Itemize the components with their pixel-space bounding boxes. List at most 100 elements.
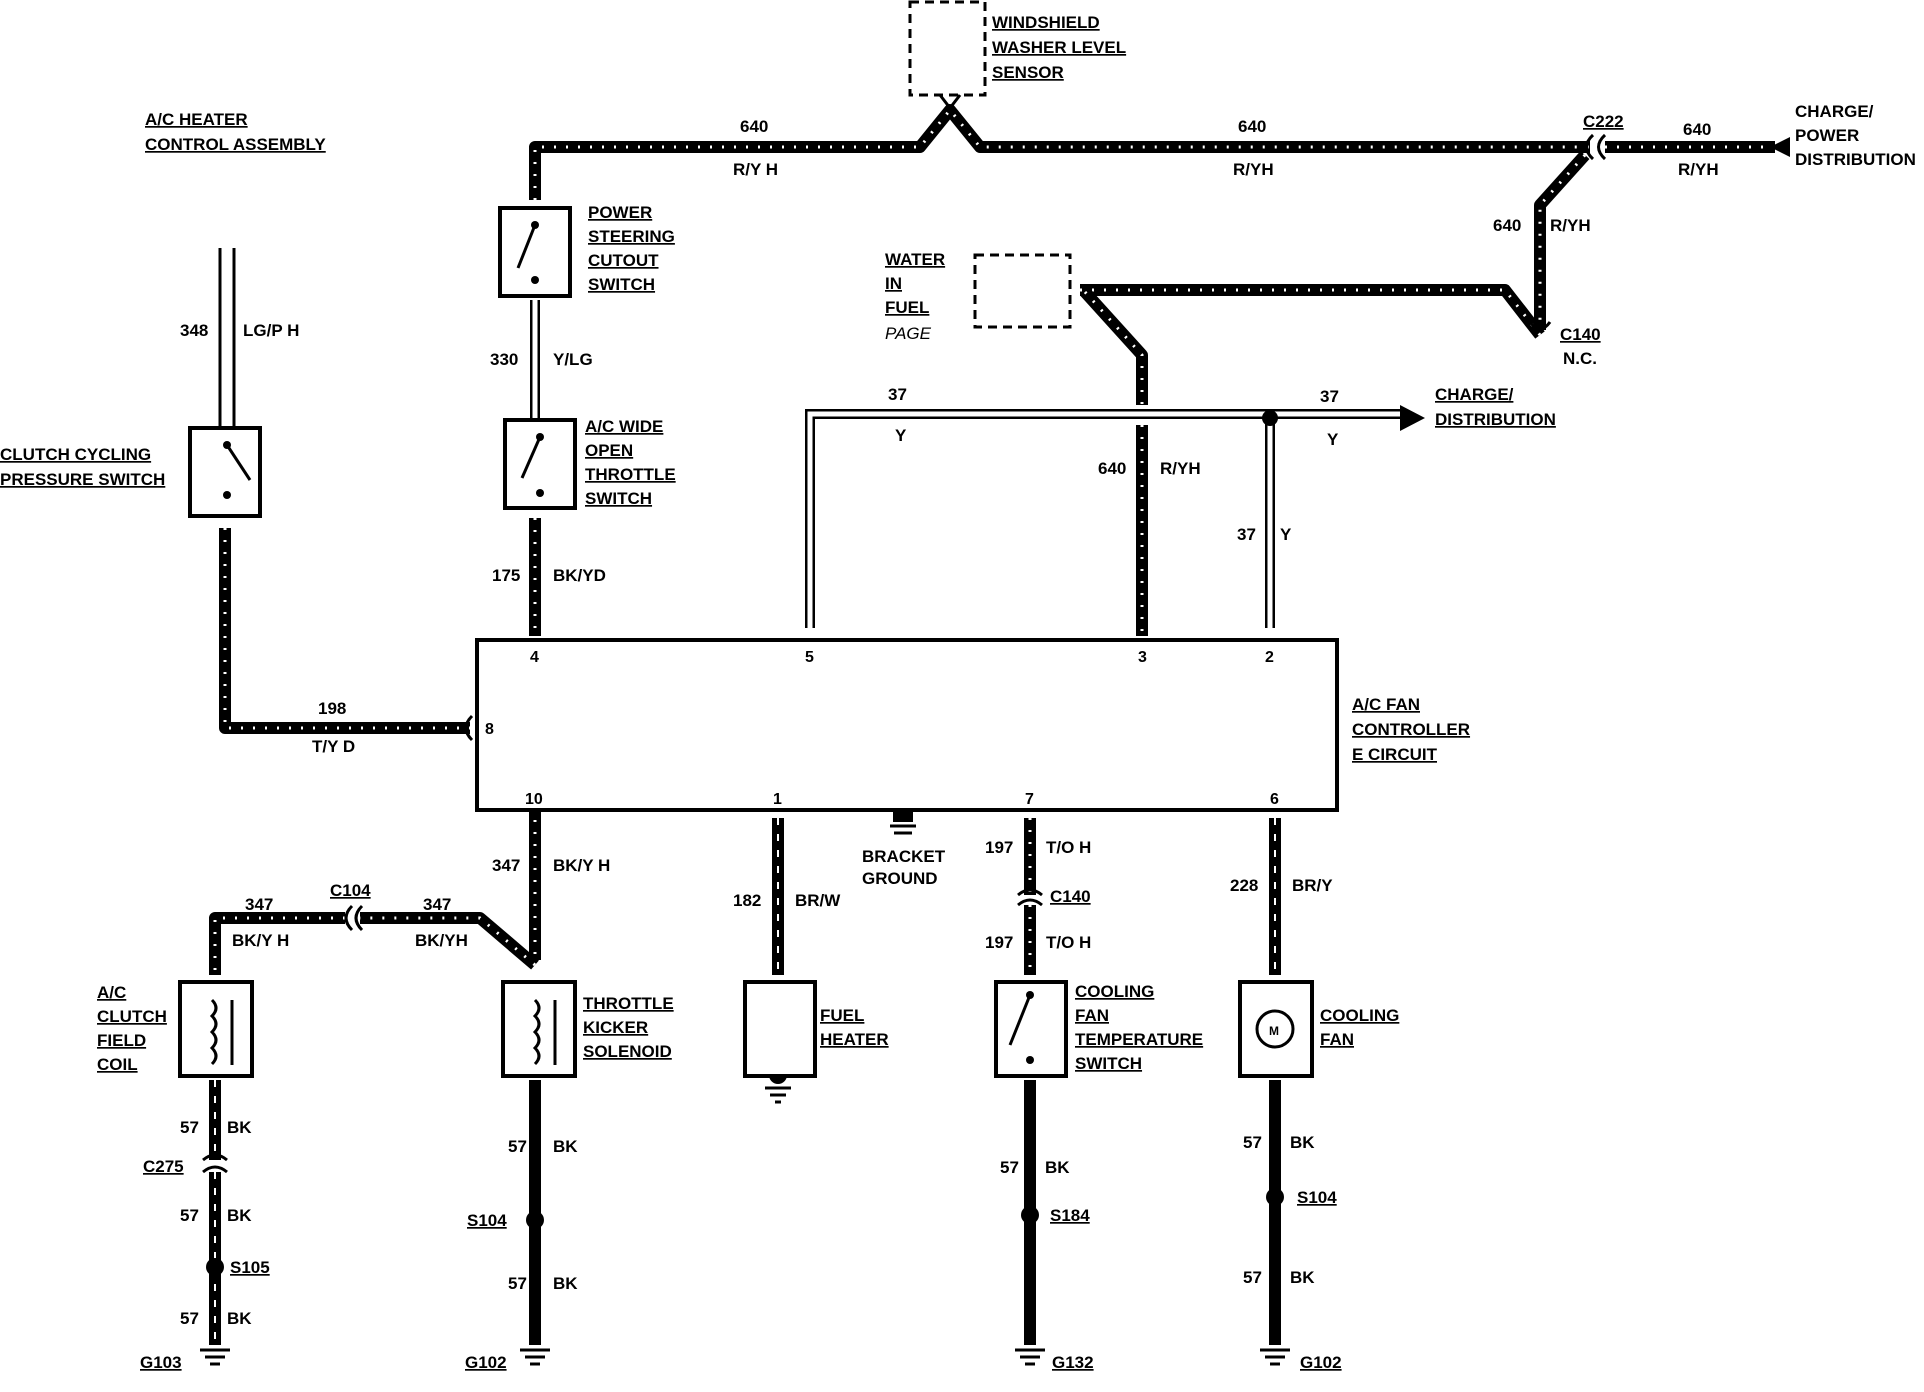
cooling-fan-title-2: FAN: [1320, 1030, 1354, 1049]
windshield-sensor-box: [908, 0, 987, 97]
throttle-kicker-title-3: SOLENOID: [583, 1042, 672, 1061]
w175-circuit: 175: [492, 566, 520, 585]
w37-top-color: Y: [895, 426, 907, 445]
fuel-heater-box: [743, 980, 817, 1078]
cooling-fan-temp-title-3: TEMPERATURE: [1075, 1030, 1203, 1049]
w228-circuit: 228: [1230, 876, 1258, 895]
splice-s105: [206, 1258, 224, 1276]
pin-5: 5: [805, 649, 814, 666]
c140-mid-label: C140: [1050, 887, 1091, 906]
connector-labels: C222 C140 N.C. C104 C140 C275 S105 S104 …: [140, 112, 1624, 1372]
w57-a-circuit: 57: [180, 1118, 199, 1137]
clutch-cycling-title-1: CLUTCH CYCLING: [0, 445, 151, 464]
w182-color: BR/W: [795, 891, 841, 910]
windshield-sensor-title-3: SENSOR: [992, 63, 1064, 82]
w37-right-circuit: 37: [1320, 387, 1339, 406]
charge-dist-arrow: [1400, 405, 1425, 431]
w57-b-circuit: 57: [180, 1206, 199, 1225]
ground-symbols: [200, 824, 1290, 1366]
w348-color: LG/P H: [243, 321, 299, 340]
c275-label: C275: [143, 1157, 184, 1176]
wire-labels: 640 R/Y H 640 R/YH 640 R/YH 640 R/YH 640…: [180, 117, 1719, 1328]
wire-640-feed: [529, 104, 1775, 330]
w37-right-color: Y: [1327, 430, 1339, 449]
component-labels: A/C HEATER CONTROL ASSEMBLY WINDSHIELD W…: [0, 13, 1916, 1074]
w57-b-color: BK: [227, 1206, 252, 1225]
bracket-ground-title-2: GROUND: [862, 869, 938, 888]
cooling-fan-temp-title-1: COOLING: [1075, 982, 1154, 1001]
fuel-heater-title-2: HEATER: [820, 1030, 889, 1049]
windshield-sensor-title-2: WASHER LEVEL: [992, 38, 1126, 57]
ac-clutch-coil-title-3: FIELD: [97, 1031, 146, 1050]
ac-wot-title-3: THROTTLE: [585, 465, 676, 484]
s104-left-label: S104: [467, 1211, 507, 1230]
pin-8: 8: [485, 721, 494, 738]
w347-ctrl-circuit: 347: [492, 856, 520, 875]
charge-dist-title-2: DISTRIBUTION: [1435, 410, 1556, 429]
ac-wot-title-2: OPEN: [585, 441, 633, 460]
c104-label: C104: [330, 881, 371, 900]
charge-dist-title-1: CHARGE/: [1435, 385, 1514, 404]
w197-top-circuit: 197: [985, 838, 1013, 857]
ac-clutch-coil-box: [178, 980, 254, 1078]
g102-right-label: G102: [1300, 1353, 1342, 1372]
w640-right-color: R/YH: [1678, 160, 1719, 179]
ac-clutch-coil-title-2: CLUTCH: [97, 1007, 167, 1026]
w640-mid-color: R/YH: [1233, 160, 1274, 179]
wire-640-water-in-fuel: [1080, 284, 1545, 636]
w182-circuit: 182: [733, 891, 761, 910]
w57-d-color: BK: [553, 1137, 578, 1156]
w198-color: T/Y D: [312, 737, 355, 756]
wire-198: [219, 528, 470, 734]
fuel-heater-title-1: FUEL: [820, 1006, 864, 1025]
water-in-fuel-title-1: WATER: [885, 250, 945, 269]
w198-circuit: 198: [318, 699, 346, 718]
ac-wot-switch-box: [503, 418, 577, 510]
cooling-fan-temp-switch-box: [994, 980, 1068, 1078]
w57-h-circuit: 57: [1243, 1268, 1262, 1287]
power-steering-switch-box: [498, 206, 572, 298]
w347-mid-color: BK/YH: [415, 931, 468, 950]
g132-label: G132: [1052, 1353, 1094, 1372]
w348-circuit: 348: [180, 321, 208, 340]
wire-37: [805, 409, 1400, 628]
w640-ctrl-circuit: 640: [1098, 459, 1126, 478]
w57-c-color: BK: [227, 1309, 252, 1328]
clutch-cycling-switch-box: [188, 426, 262, 518]
water-in-fuel-title-2: IN: [885, 274, 902, 293]
splice-s184: [1021, 1206, 1039, 1224]
c104-connector: [344, 904, 364, 932]
power-steering-title-3: CUTOUT: [588, 251, 659, 270]
ac-heater-control-title-2: CONTROL ASSEMBLY: [145, 135, 326, 154]
windshield-sensor-title-1: WINDSHIELD: [992, 13, 1100, 32]
c222-label: C222: [1583, 112, 1624, 131]
ac-fan-controller-title-1: A/C FAN: [1352, 695, 1420, 714]
cooling-fan-title-1: COOLING: [1320, 1006, 1399, 1025]
c140-connector: [1017, 888, 1043, 907]
w640-ctrl-color: R/YH: [1160, 459, 1201, 478]
w347-left-circuit: 347: [245, 895, 273, 914]
water-in-fuel-box: [973, 253, 1072, 329]
pin-3: 3: [1138, 649, 1147, 666]
s184-label: S184: [1050, 1206, 1090, 1225]
s105-label: S105: [230, 1258, 270, 1277]
cooling-fan-temp-title-2: FAN: [1075, 1006, 1109, 1025]
w640-right-circuit: 640: [1683, 120, 1711, 139]
pin-labels: 4 5 3 2 8 10 1 7 6: [485, 649, 1279, 808]
motor-symbol: M: [1269, 1024, 1279, 1038]
w57-d-circuit: 57: [508, 1137, 527, 1156]
w197-bot-circuit: 197: [985, 933, 1013, 952]
w57-g-circuit: 57: [1243, 1133, 1262, 1152]
splice-37: [1262, 410, 1278, 426]
w228-color: BR/Y: [1292, 876, 1333, 895]
g102-left-label: G102: [465, 1353, 507, 1372]
c275-connector: [202, 1153, 228, 1174]
w640-mid-circuit: 640: [1238, 117, 1266, 136]
w37-down-circuit: 37: [1237, 525, 1256, 544]
c222-connector: [1585, 133, 1607, 161]
pin-1: 1: [773, 791, 782, 808]
w57-f-color: BK: [1045, 1158, 1070, 1177]
splice-s104-right: [1266, 1188, 1284, 1206]
ac-wot-title-4: SWITCH: [585, 489, 652, 508]
